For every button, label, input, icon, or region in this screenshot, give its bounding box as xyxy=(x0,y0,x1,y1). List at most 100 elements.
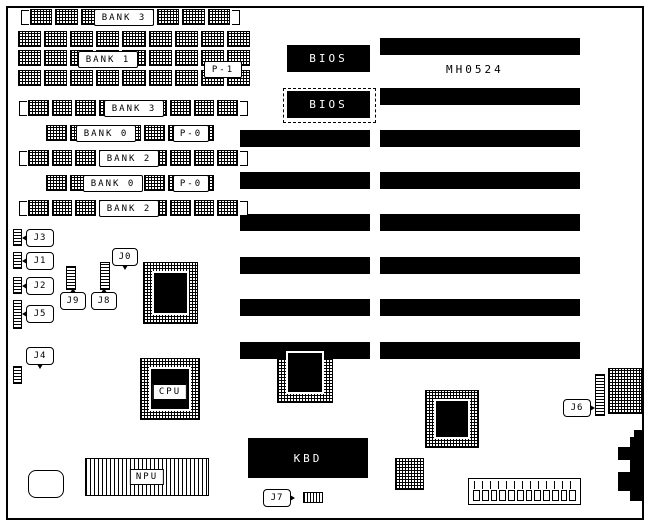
socket-clip xyxy=(240,201,248,216)
bios-chip-2: BIOS xyxy=(287,91,370,118)
plcc-chip-1-die xyxy=(152,271,189,315)
memory-row xyxy=(18,31,250,47)
parity-label: P-0 xyxy=(173,175,209,192)
connector-pin xyxy=(516,490,524,501)
expansion-slot-short xyxy=(240,172,370,189)
socket-clip xyxy=(232,10,240,25)
connector-pin xyxy=(499,490,506,501)
connector-pin xyxy=(551,490,559,501)
memory-chip xyxy=(18,50,42,66)
bank-label: BANK 3 xyxy=(104,100,164,117)
memory-chip xyxy=(148,50,172,66)
jumper-label-j3: J3 xyxy=(22,229,54,247)
bios-chip-1: BIOS xyxy=(287,45,370,72)
memory-chip xyxy=(51,200,73,216)
memory-chip xyxy=(143,125,166,141)
connector-pin xyxy=(534,490,541,501)
memory-chip xyxy=(122,70,146,86)
board-outline xyxy=(6,6,644,520)
memory-chip xyxy=(182,9,205,25)
memory-chip xyxy=(75,100,97,116)
socket-clip xyxy=(19,101,27,116)
jumper-label-j2: J2 xyxy=(22,277,54,295)
expansion-slot-short xyxy=(240,342,370,359)
expansion-slot-short xyxy=(240,257,370,274)
plcc-chip-2-die xyxy=(286,351,324,394)
socket-clip xyxy=(19,151,27,166)
connector-pin xyxy=(490,490,498,501)
memory-chip xyxy=(18,31,42,47)
memory-chip xyxy=(174,50,198,66)
connector-pin xyxy=(560,490,568,501)
memory-chip xyxy=(46,175,68,191)
expansion-slot-long xyxy=(380,299,580,316)
memory-chip xyxy=(70,70,94,86)
jumper-label-j1: J1 xyxy=(22,252,54,270)
expansion-slot-short xyxy=(240,130,370,147)
socket-clip xyxy=(240,101,248,116)
expansion-slot-short xyxy=(240,214,370,231)
memory-chip xyxy=(18,70,42,86)
socket-clip xyxy=(240,151,248,166)
memory-chip xyxy=(217,150,239,166)
memory-chip xyxy=(44,50,68,66)
memory-chip xyxy=(28,200,49,216)
memory-chip xyxy=(28,100,49,116)
hatched-component-bottom xyxy=(395,458,424,490)
board-part-number: MH0524 xyxy=(446,63,504,76)
connector-pin xyxy=(473,490,480,501)
memory-chip xyxy=(55,9,78,25)
memory-chip xyxy=(193,200,215,216)
npu-socket: NPU xyxy=(85,458,209,496)
connector-pin xyxy=(569,490,576,501)
memory-chip xyxy=(170,100,191,116)
memory-chip xyxy=(44,31,68,47)
parity-label: P-0 xyxy=(173,125,209,142)
jumper-label-j8: J8 xyxy=(91,288,117,310)
keyboard-din-connector xyxy=(618,447,630,460)
plcc-chip-3-die xyxy=(434,399,470,439)
jumper-block-j1 xyxy=(13,252,22,269)
expansion-slot-long xyxy=(380,342,580,359)
memory-chip xyxy=(148,70,172,86)
jumper-block-j6 xyxy=(595,374,605,416)
memory-chip xyxy=(217,200,239,216)
memory-chip xyxy=(156,9,180,25)
jumper-label-j4: J4 xyxy=(26,347,54,369)
expansion-slot-long xyxy=(380,88,580,105)
memory-chip xyxy=(28,150,49,166)
socket-clip xyxy=(19,201,27,216)
keyboard-din-connector xyxy=(630,437,643,501)
connector-pin xyxy=(508,490,515,501)
memory-chip xyxy=(75,200,97,216)
memory-chip xyxy=(170,200,191,216)
expansion-slot-long xyxy=(380,172,580,189)
plcc-chip-1 xyxy=(143,262,198,324)
socket-clip xyxy=(21,10,29,25)
keyboard-din-connector xyxy=(634,430,643,437)
memory-chip xyxy=(207,9,230,25)
jumper-label-j6: J6 xyxy=(563,399,595,417)
jumper-label-j9: J9 xyxy=(60,288,86,310)
jumper-label-j7: J7 xyxy=(263,489,295,507)
hatched-component-right xyxy=(608,368,642,414)
plcc-chip-3 xyxy=(425,390,479,448)
memory-chip xyxy=(148,31,172,47)
power-connector-ticks xyxy=(474,481,575,489)
memory-chip xyxy=(70,31,94,47)
jumper-label-j5: J5 xyxy=(22,305,54,323)
keyboard-din-connector xyxy=(618,472,630,491)
memory-chip xyxy=(96,70,120,86)
memory-chip xyxy=(193,100,215,116)
memory-chip xyxy=(226,31,250,47)
bank-label: BANK 2 xyxy=(99,200,159,217)
bank-label: BANK 0 xyxy=(83,175,143,192)
connector-pin xyxy=(543,490,550,501)
memory-chip xyxy=(30,9,53,25)
jumper-block-j3 xyxy=(13,229,22,246)
memory-chip xyxy=(200,31,224,47)
npu-label: NPU xyxy=(129,469,165,485)
memory-chip xyxy=(75,150,97,166)
expansion-slot-long xyxy=(380,214,580,231)
power-connector-pins xyxy=(469,489,580,504)
